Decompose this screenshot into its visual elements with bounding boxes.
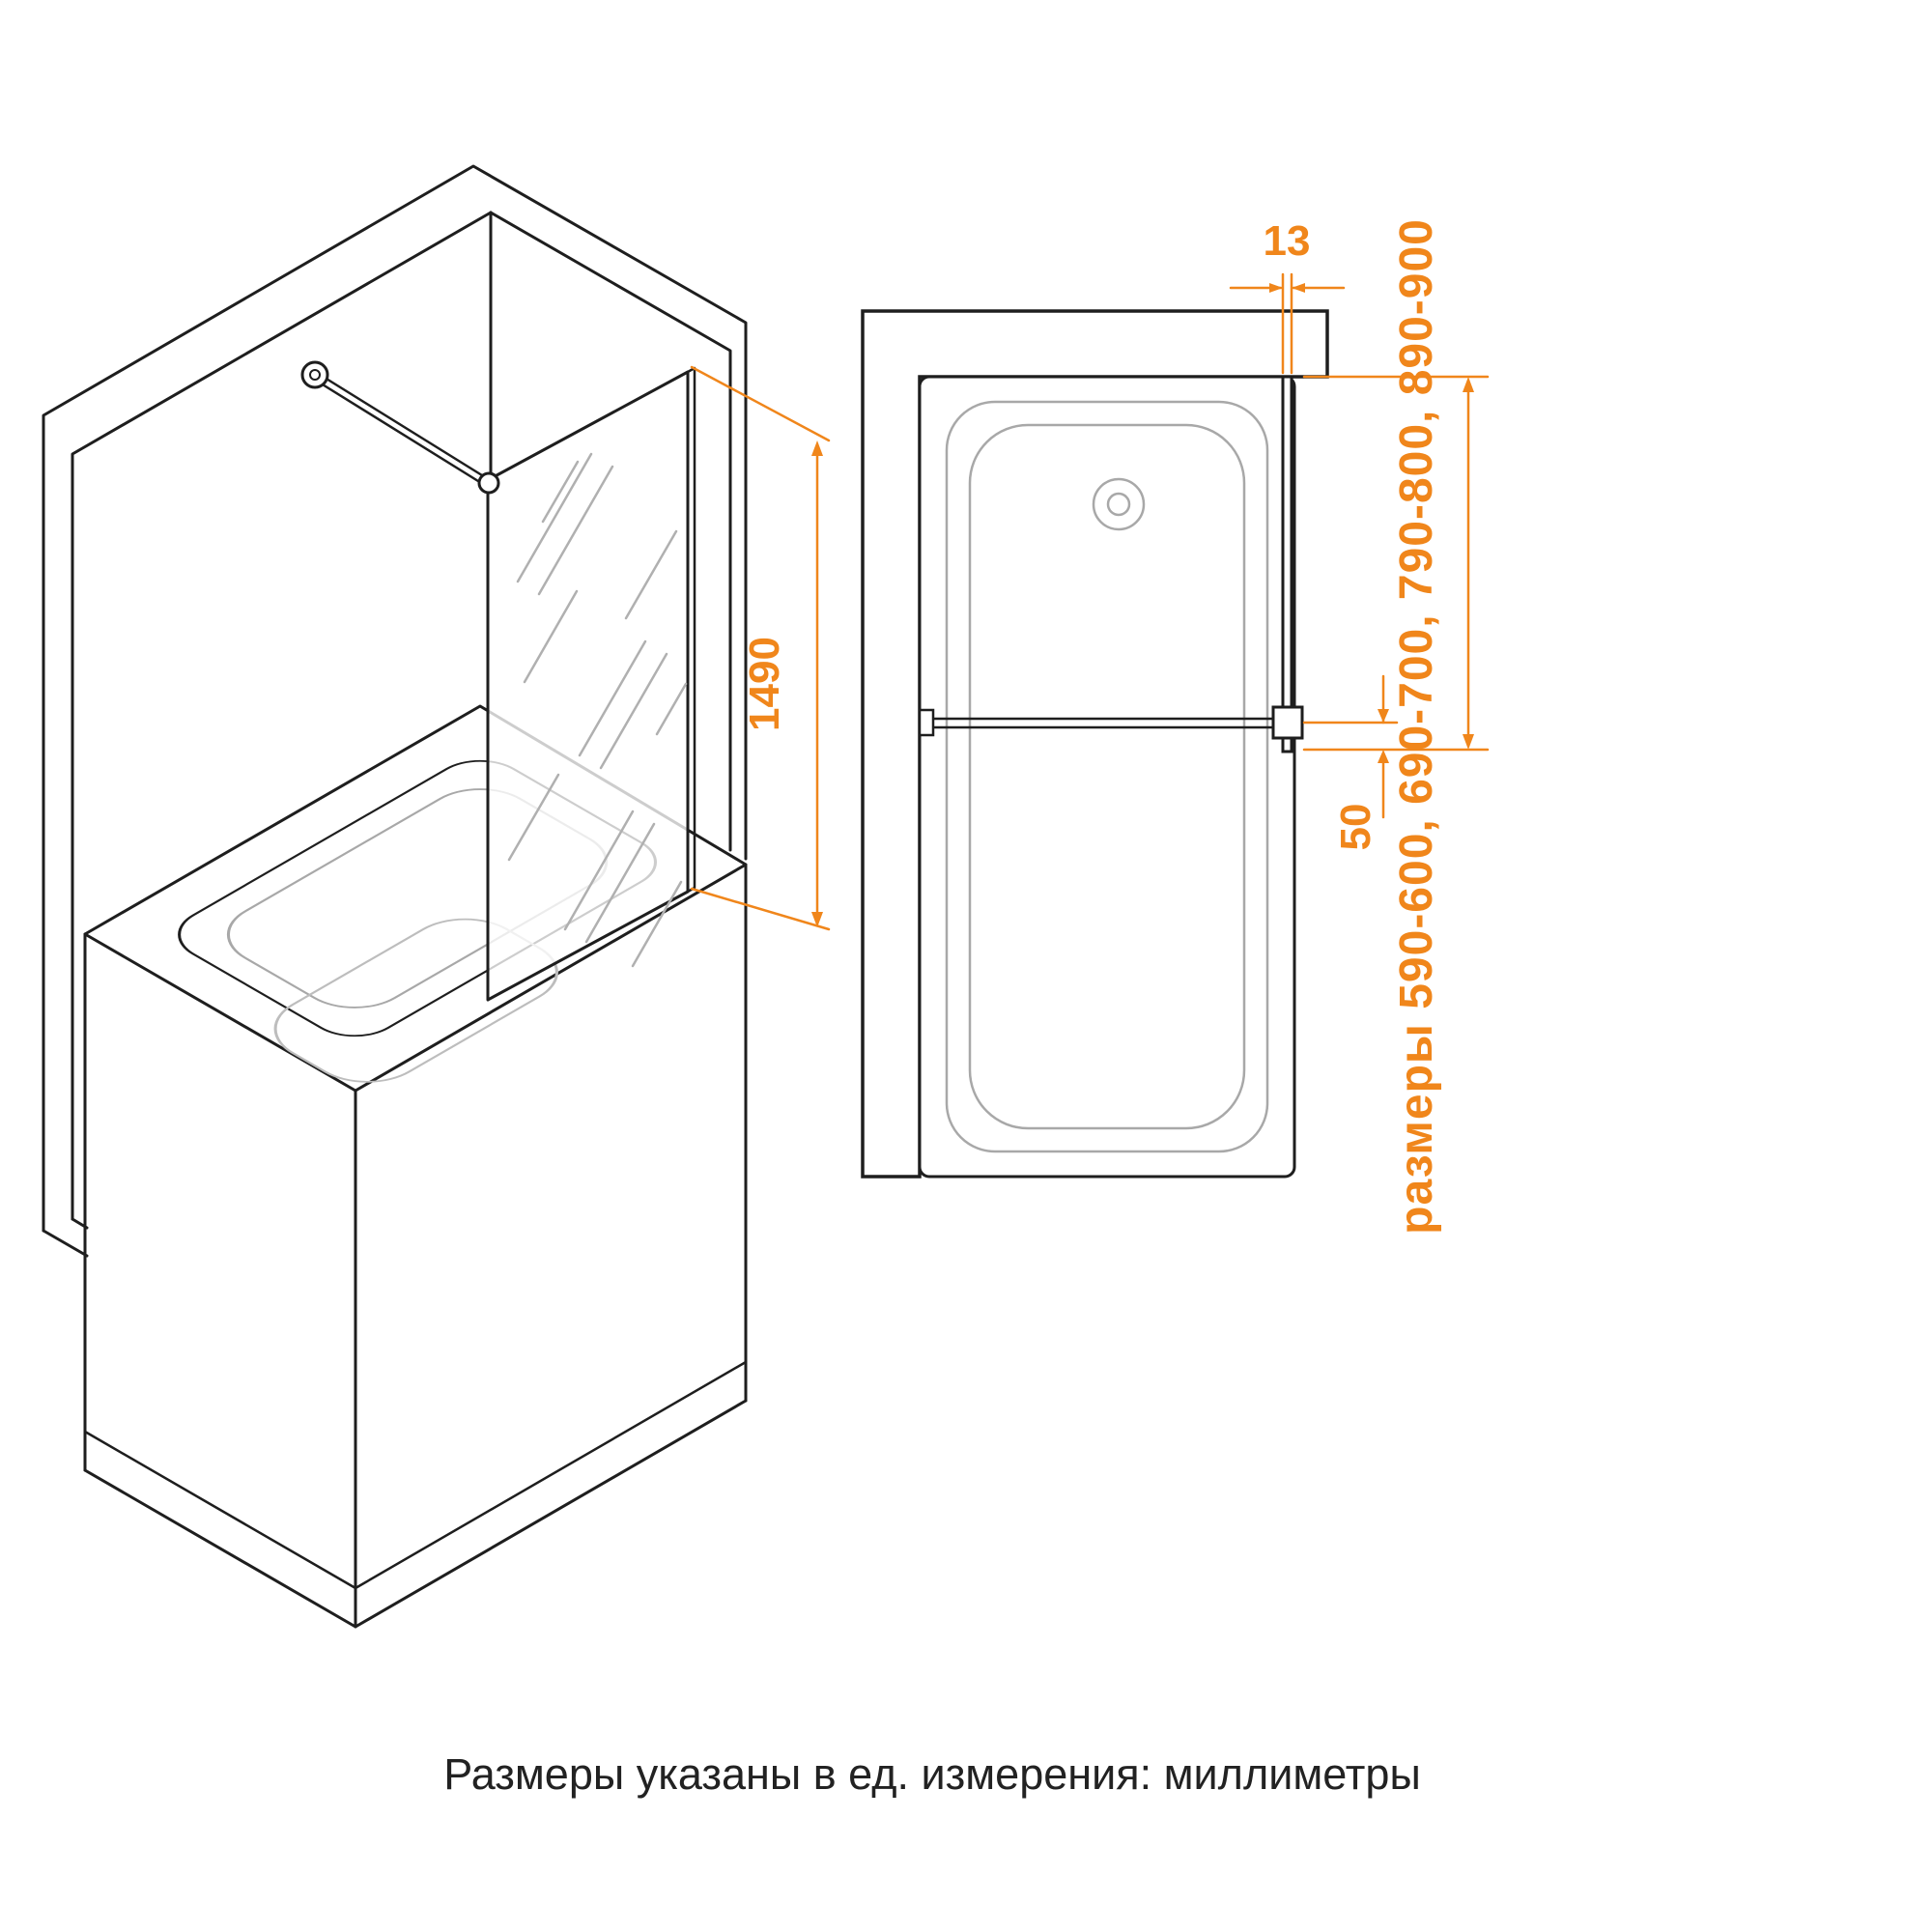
wall-outer-outline: [42, 164, 748, 1233]
arrow-down-icon: [1463, 734, 1474, 750]
wall-inner-left: [71, 211, 493, 1221]
arrow-down-icon: [1378, 709, 1389, 723]
width-sizes-label: размеры 590-600, 690-700, 790-800, 890-9…: [1391, 218, 1442, 1235]
wall-anchor-center: [309, 369, 321, 381]
thickness-extension-lines: [1281, 272, 1293, 375]
glass-panel: [486, 370, 690, 1002]
glass-screen-isometric: [300, 360, 696, 1002]
glass-screen-plan: [918, 375, 1304, 753]
dimension-screen-width: размеры 590-600, 690-700, 790-800, 890-9…: [1302, 218, 1490, 1235]
tub-outline-plan: [918, 375, 1296, 1179]
plan-walls: [861, 309, 1329, 1179]
tub-rim-outer-plan: [945, 400, 1269, 1153]
glass-reflection-streaks: [507, 452, 688, 968]
screen-height-label: 1490: [741, 637, 788, 731]
drain-inner: [1106, 492, 1131, 517]
arrow-up-icon: [811, 440, 823, 456]
support-bar-plan: [931, 717, 1277, 729]
dimension-bar-offset: 50: [1302, 674, 1399, 851]
support-rod-lines: [316, 374, 492, 488]
bathtub-plan: [918, 375, 1296, 1179]
plan-view: 13 размеры 590-600, 690-700, 790-800, 89…: [861, 217, 1490, 1235]
units-caption: Размеры указаны в ед. измерения: миллиме…: [443, 1749, 1421, 1799]
arrow-up-icon: [1378, 750, 1389, 763]
tub-base-trim: [83, 1360, 748, 1590]
drain-outer: [1092, 477, 1146, 531]
wall-band: [861, 309, 1329, 1179]
room-walls: [42, 164, 748, 1258]
isometric-view: 1490: [42, 164, 831, 1629]
support-rod: [300, 360, 500, 495]
bar-offset-label: 50: [1332, 804, 1379, 851]
bar-wall-bracket: [918, 708, 935, 737]
dimension-screen-height: 1490: [690, 365, 831, 931]
width-extension-lines: [1302, 375, 1490, 752]
glass-thickness-label: 13: [1264, 217, 1311, 265]
arrow-left-icon: [1292, 283, 1305, 293]
arrow-right-icon: [1269, 283, 1283, 293]
floor-edge-left: [42, 1217, 89, 1258]
wall-inner-right: [489, 211, 732, 852]
tub-apron-bottom: [83, 1399, 748, 1629]
tub-apron-edges: [83, 863, 748, 1629]
arrow-down-icon: [811, 912, 823, 927]
bar-glass-clamp: [1271, 705, 1304, 740]
dimension-glass-thickness: 13: [1229, 217, 1346, 375]
tub-rim-inner-plan: [968, 423, 1246, 1130]
glass-clamp: [477, 471, 500, 495]
dim-extension-lines: [690, 365, 831, 931]
screen-glass-plan: [1281, 375, 1293, 753]
arrow-up-icon: [1463, 377, 1474, 392]
